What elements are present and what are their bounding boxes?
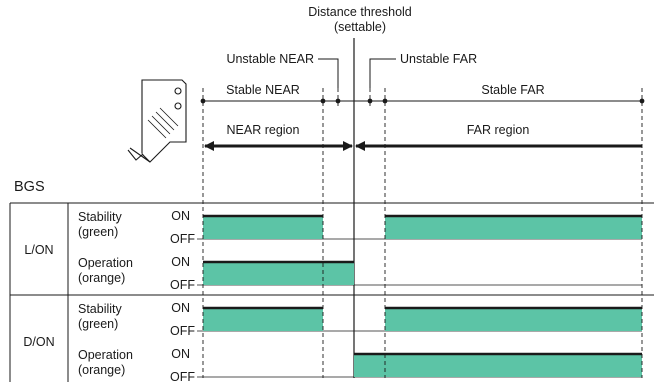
threshold-label: Distance threshold	[308, 5, 412, 19]
signal-on-near-region	[203, 262, 354, 285]
unstable-near-leader	[318, 58, 339, 88]
off-label: OFF	[170, 370, 195, 382]
section-title: BGS	[14, 179, 45, 195]
point-unstable-near	[335, 98, 341, 104]
far-region-label: FAR region	[467, 123, 530, 137]
sensor-icon	[127, 79, 187, 163]
signal-traces	[203, 214, 642, 377]
near-region-label: NEAR region	[227, 123, 300, 137]
group-label: L/ON	[24, 243, 53, 257]
threshold-sublabel: (settable)	[334, 20, 386, 34]
off-label: OFF	[170, 278, 195, 292]
signal-name: Operation	[78, 256, 133, 270]
stable-far-label: Stable FAR	[481, 83, 544, 97]
signal-name: Operation	[78, 348, 133, 362]
signal-name: Stability	[78, 210, 123, 224]
on-label: ON	[171, 255, 190, 269]
on-label: ON	[171, 301, 190, 315]
point-stable-far-start	[382, 98, 388, 104]
stable-near-label: Stable NEAR	[226, 83, 300, 97]
signal-on-stable-near	[203, 216, 323, 239]
on-label: ON	[171, 209, 190, 223]
unstable-far-label: Unstable FAR	[400, 52, 477, 66]
point-unstable-far	[367, 98, 373, 104]
point-far-edge	[639, 98, 645, 104]
signal-color: (orange)	[78, 363, 125, 377]
signal-on-stable-far	[385, 216, 642, 239]
off-label: OFF	[170, 232, 195, 246]
on-label: ON	[171, 347, 190, 361]
group-label: D/ON	[23, 335, 54, 349]
signal-on-far-region	[354, 354, 642, 377]
guide-lines	[202, 88, 643, 378]
signal-table: L/ONStability(green)ONOFFOperation(orang…	[9, 202, 654, 382]
point-near-edge	[200, 98, 206, 104]
signal-color: (orange)	[78, 271, 125, 285]
signal-color: (green)	[78, 225, 118, 239]
signal-on-stable-far	[385, 308, 642, 331]
signal-name: Stability	[78, 302, 123, 316]
off-label: OFF	[170, 324, 195, 338]
unstable-near-label: Unstable NEAR	[226, 52, 314, 66]
signal-color: (green)	[78, 317, 118, 331]
signal-on-stable-near	[203, 308, 323, 331]
point-stable-near-end	[320, 98, 326, 104]
unstable-far-leader	[369, 58, 396, 88]
